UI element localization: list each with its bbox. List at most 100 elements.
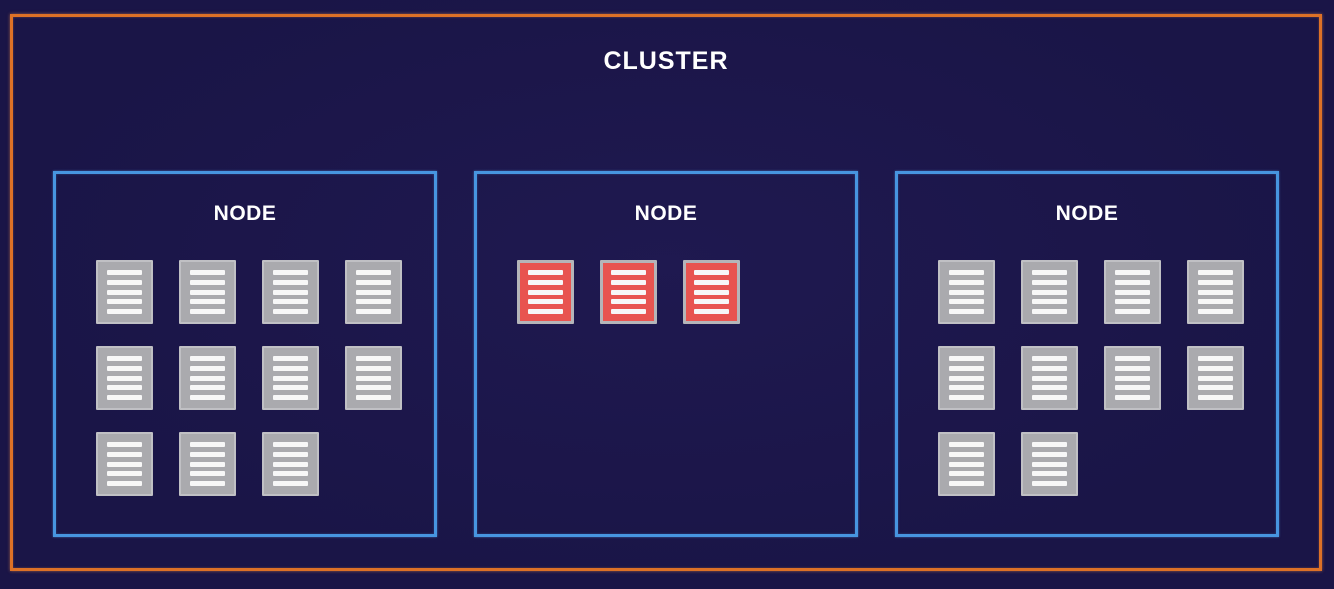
document-icon	[938, 432, 995, 496]
document-line	[356, 309, 391, 314]
document-line	[107, 365, 142, 371]
document-grid	[898, 260, 1276, 496]
document-line	[107, 471, 142, 477]
document-icon	[96, 432, 153, 496]
document-line	[273, 299, 308, 305]
document-line	[1115, 385, 1150, 391]
document-line	[694, 289, 729, 295]
document-line	[528, 309, 563, 314]
document-icon	[345, 346, 402, 410]
document-icon	[1021, 260, 1078, 324]
document-line	[273, 270, 308, 275]
document-line	[949, 471, 984, 477]
document-line	[949, 442, 984, 447]
document-line	[611, 279, 646, 285]
document-line	[273, 279, 308, 285]
document-line	[949, 299, 984, 305]
document-line	[949, 289, 984, 295]
document-line	[949, 356, 984, 361]
document-line	[1032, 395, 1067, 400]
document-line	[949, 279, 984, 285]
document-line	[949, 385, 984, 391]
document-line	[107, 270, 142, 275]
document-line	[1032, 279, 1067, 285]
document-icon	[1021, 346, 1078, 410]
document-line	[1032, 309, 1067, 314]
document-line	[1198, 289, 1233, 295]
document-line	[190, 365, 225, 371]
document-line	[949, 365, 984, 371]
document-row	[517, 260, 855, 324]
document-row	[96, 432, 434, 496]
document-line	[694, 299, 729, 305]
node-label: NODE	[213, 202, 277, 225]
document-line	[190, 289, 225, 295]
document-icon	[1104, 260, 1161, 324]
document-icon	[179, 432, 236, 496]
cluster-box: CLUSTER NODE	[10, 14, 1322, 571]
document-line	[107, 309, 142, 314]
document-line	[1198, 299, 1233, 305]
document-icon	[600, 260, 657, 324]
document-icon	[262, 346, 319, 410]
document-line	[1115, 375, 1150, 381]
document-line	[190, 461, 225, 467]
document-grid	[477, 260, 855, 324]
document-line	[1032, 365, 1067, 371]
document-line	[1032, 299, 1067, 305]
document-icon	[938, 346, 995, 410]
document-line	[1032, 375, 1067, 381]
document-icon	[517, 260, 574, 324]
document-line	[1115, 279, 1150, 285]
document-grid	[56, 260, 434, 496]
document-line	[190, 385, 225, 391]
document-icon	[96, 260, 153, 324]
document-line	[273, 451, 308, 457]
document-line	[1032, 270, 1067, 275]
document-line	[190, 279, 225, 285]
document-line	[611, 270, 646, 275]
document-line	[1032, 461, 1067, 467]
document-icon	[1187, 260, 1244, 324]
document-line	[694, 270, 729, 275]
document-line	[190, 375, 225, 381]
node-label: NODE	[1055, 202, 1119, 225]
cluster-title: CLUSTER	[603, 47, 729, 75]
document-line	[1198, 279, 1233, 285]
document-icon	[96, 346, 153, 410]
document-line	[694, 279, 729, 285]
document-line	[528, 299, 563, 305]
document-line	[356, 289, 391, 295]
nodes-row: NODE	[13, 171, 1319, 537]
document-icon	[938, 260, 995, 324]
document-line	[1115, 270, 1150, 275]
document-line	[611, 309, 646, 314]
document-line	[356, 356, 391, 361]
document-line	[949, 375, 984, 381]
document-line	[356, 299, 391, 305]
document-line	[273, 481, 308, 486]
document-line	[1032, 451, 1067, 457]
document-line	[273, 356, 308, 361]
document-line	[611, 299, 646, 305]
document-line	[1032, 471, 1067, 477]
document-line	[107, 461, 142, 467]
document-line	[1115, 356, 1150, 361]
document-line	[273, 395, 308, 400]
document-icon	[179, 346, 236, 410]
document-icon	[1187, 346, 1244, 410]
document-line	[694, 309, 729, 314]
document-line	[1198, 385, 1233, 391]
document-line	[528, 270, 563, 275]
document-line	[356, 365, 391, 371]
document-line	[356, 270, 391, 275]
document-row	[96, 346, 434, 410]
document-line	[356, 375, 391, 381]
document-line	[190, 471, 225, 477]
document-line	[273, 442, 308, 447]
document-line	[190, 395, 225, 400]
document-line	[107, 481, 142, 486]
document-line	[107, 356, 142, 361]
document-line	[1115, 395, 1150, 400]
